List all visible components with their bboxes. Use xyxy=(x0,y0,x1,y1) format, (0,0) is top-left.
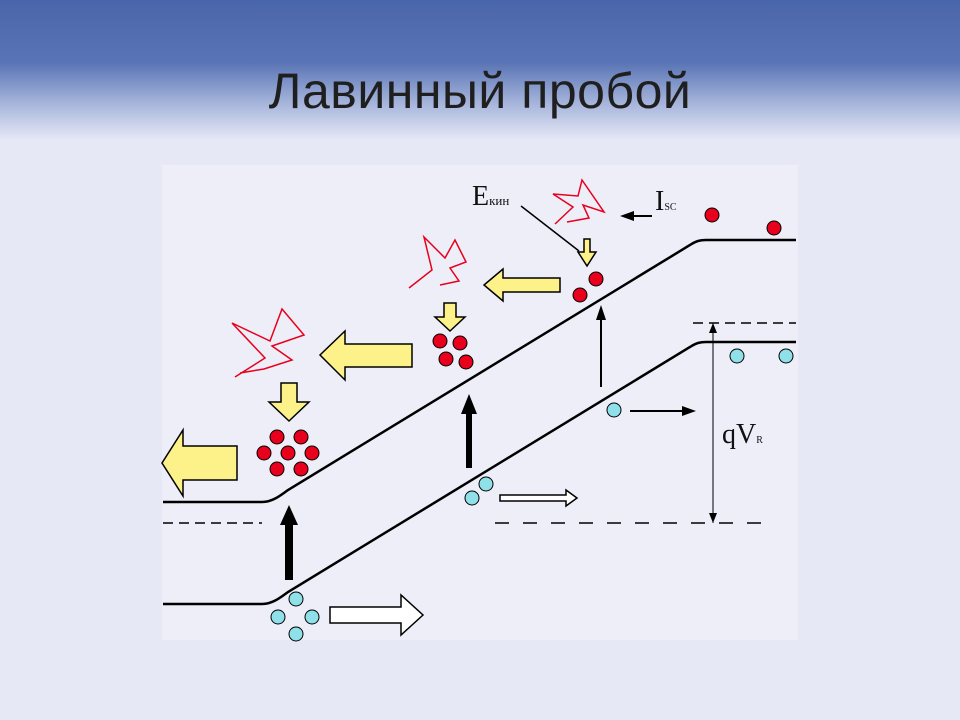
hollow-arrow-small xyxy=(499,488,579,508)
slide-title: Лавинный пробой xyxy=(268,63,692,119)
current-arrow-head xyxy=(620,211,634,221)
up-arrow-thick-medium xyxy=(461,394,477,468)
spark-icon-medium xyxy=(408,234,468,289)
voltage-dimension-bottom-arrow xyxy=(709,513,717,523)
kinetic-energy-label: Eкин xyxy=(472,181,509,212)
up-arrow-thin-head xyxy=(596,305,606,320)
down-arrow-large xyxy=(267,382,311,423)
current-label: ISC xyxy=(655,186,677,217)
spark-icon-small xyxy=(552,178,606,225)
holes-top-right xyxy=(729,348,794,364)
hollow-arrow-large xyxy=(329,593,425,637)
ekin-pointer-line xyxy=(520,205,580,252)
impact-arrow-large xyxy=(161,427,238,499)
holes-middle xyxy=(464,476,494,506)
down-arrow-medium xyxy=(433,302,467,333)
electrons-top-right xyxy=(704,207,782,236)
spark-icon-large xyxy=(231,307,306,378)
impact-arrow-small xyxy=(482,267,561,303)
valence-band-edge xyxy=(163,340,796,606)
impact-arrow-medium xyxy=(318,329,413,382)
electron-cluster-medium xyxy=(432,333,474,370)
hole-single xyxy=(606,402,622,418)
conduction-band-edge xyxy=(163,238,796,504)
holes-bottom-left xyxy=(270,591,320,642)
down-arrow-small xyxy=(576,238,598,268)
up-arrow-thick-large xyxy=(280,505,298,580)
voltage-label: qVR xyxy=(722,419,763,450)
electron-pair xyxy=(572,271,604,303)
electron-cluster-large xyxy=(256,429,320,477)
header-band xyxy=(0,0,960,140)
hole-drift-arrow-head xyxy=(682,406,696,416)
voltage-dimension-top-arrow xyxy=(709,323,717,333)
